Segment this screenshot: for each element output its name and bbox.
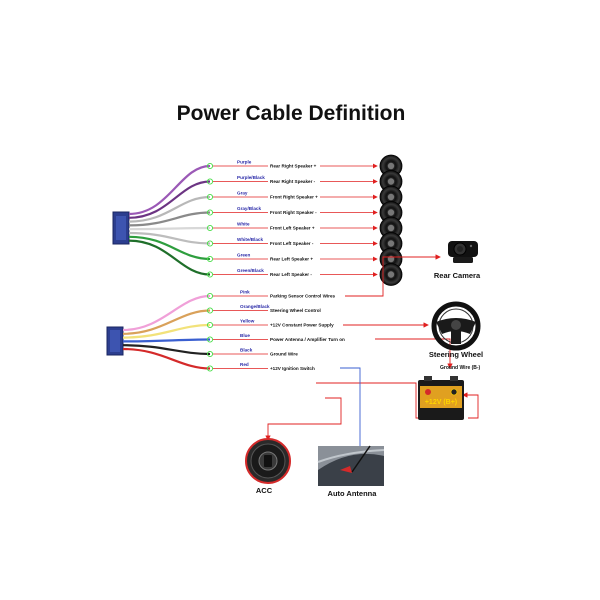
wire-color-label: Purple — [237, 160, 252, 165]
wire-function-label: Rear Right Speaker - — [270, 179, 316, 184]
acc-ignition-icon — [245, 438, 291, 484]
wire-ring-icon — [206, 178, 214, 185]
wire-color-label: Gray/Black — [237, 206, 261, 211]
upper-wire-6 — [128, 235, 211, 261]
rear-camera-label: Rear Camera — [434, 271, 481, 280]
wire-ring-icon — [206, 307, 214, 314]
wire-function-label: Front Left Speaker - — [270, 241, 314, 246]
lower-wire-2 — [122, 323, 211, 339]
wire-function-label: Steering Wheel Control — [270, 308, 321, 313]
wire-color-label: Gray — [237, 191, 248, 196]
upper-wire-2 — [128, 195, 211, 223]
wire-function-label: +12V Ignition Switch — [270, 366, 315, 371]
speaker-icon — [379, 263, 403, 286]
wire-function-label: Rear Right Speaker + — [270, 164, 317, 169]
wire-ring-icon — [206, 321, 214, 329]
wire-color-label: Purple/Black — [237, 175, 265, 180]
rear-camera-icon — [448, 241, 478, 263]
upper-wire-3 — [128, 211, 211, 227]
lower-wire-4 — [122, 344, 211, 356]
wire-ring-icon — [206, 365, 214, 372]
wire-function-label: +12V Constant Power Supply — [270, 323, 334, 328]
lower-wire-0 — [122, 294, 211, 332]
lower-wire-3 — [122, 338, 211, 343]
wire-ring-icon — [206, 350, 214, 358]
upper-wire-1 — [128, 180, 211, 219]
lower-wire-row: Yellow +12V Constant Power Supply — [122, 319, 334, 339]
wire-function-label: Parking Sensor Control Wires — [270, 294, 335, 299]
upper-wire-7 — [128, 239, 211, 276]
lower-wire-row: Red +12V Ignition Switch — [122, 347, 315, 372]
upper-wire-5 — [128, 231, 211, 245]
wire-color-label: Pink — [240, 290, 250, 295]
wire-ring-icon — [206, 336, 214, 343]
speaker-icon — [379, 232, 403, 255]
wire-ring-icon — [206, 255, 214, 263]
antenna-routing — [340, 367, 363, 459]
battery-icon — [418, 376, 464, 420]
wire-color-label: Blue — [240, 333, 250, 338]
wire-ring-icon — [206, 271, 214, 278]
page-title: Power Cable Definition — [177, 102, 406, 125]
wire-color-label: White/Black — [237, 237, 263, 242]
acc-label: ACC — [256, 486, 273, 495]
speaker-icon — [379, 154, 403, 178]
wire-ring-icon — [206, 292, 214, 300]
speaker-icon — [379, 185, 403, 209]
wire-function-label: Front Right Speaker - — [270, 210, 317, 215]
wire-function-label: Power Antenna / Amplifier Turn on — [270, 337, 345, 342]
steering-wheel-label: Steering Wheel — [429, 350, 483, 359]
lower-connector — [106, 326, 124, 356]
steering-wheel-icon — [431, 301, 481, 351]
wire-color-label: Orange/Black — [240, 304, 270, 309]
wire-function-label: Front Right Speaker + — [270, 195, 318, 200]
wire-function-label: Front Left Speaker + — [270, 226, 315, 231]
wire-function-label: Rear Left Speaker - — [270, 272, 312, 277]
lower-wire-5 — [122, 347, 211, 370]
wire-ring-icon — [206, 193, 214, 201]
wire-ring-icon — [206, 209, 214, 216]
wire-function-label: Rear Left Speaker + — [270, 257, 313, 262]
wire-color-label: Black — [240, 348, 253, 353]
auto-antenna-label: Auto Antenna — [328, 489, 378, 498]
wire-ring-icon — [206, 240, 214, 247]
device-routing — [265, 254, 479, 441]
wire-color-label: White — [237, 222, 250, 227]
lower-wire-1 — [122, 309, 211, 335]
auto-antenna-icon — [317, 445, 385, 486]
upper-wire-0 — [128, 164, 211, 216]
battery-label: +12V (B+) — [425, 399, 457, 406]
wire-color-label: Yellow — [240, 319, 255, 324]
ground-wire-label: Ground Wire (B-) — [440, 365, 481, 371]
upper-wire-4 — [128, 226, 211, 231]
upper-connector — [112, 211, 130, 245]
wire-color-label: Green — [237, 253, 250, 258]
wire-color-label: Green/Black — [237, 268, 264, 273]
wire-color-label: Red — [240, 362, 249, 367]
wire-ring-icon — [206, 224, 214, 232]
wire-function-label: Ground Wire — [270, 352, 298, 357]
wire-ring-icon — [206, 162, 214, 170]
